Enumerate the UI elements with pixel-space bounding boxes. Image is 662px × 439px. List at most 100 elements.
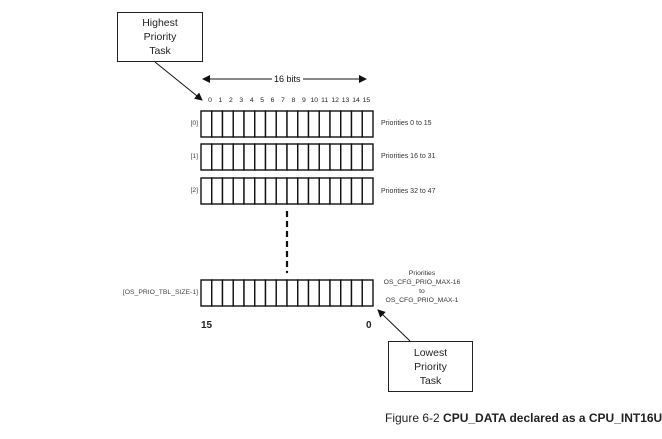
- bit-cell: [232, 110, 245, 138]
- bit-cell: [200, 279, 213, 307]
- bit-row: [200, 177, 374, 205]
- bit-cell: [221, 177, 234, 205]
- bit-row: [200, 110, 374, 138]
- bottom-right-bit-label: 0: [366, 320, 372, 331]
- bit-cell: [264, 177, 277, 205]
- callout-line: Priority: [414, 360, 447, 373]
- bit-cell: [243, 279, 256, 307]
- bit-number: 15: [362, 97, 371, 104]
- lowest-pointer-arrow: [377, 309, 411, 342]
- bit-cell: [297, 279, 310, 307]
- bit-cell: [318, 110, 331, 138]
- bit-cell: [286, 177, 299, 205]
- callout-line: Task: [419, 374, 442, 387]
- bit-cell: [221, 110, 234, 138]
- bit-cell: [264, 279, 277, 307]
- range-line: OS_CFG_PRIO_MAX-16: [383, 279, 461, 286]
- diagram-lines: [154, 61, 411, 342]
- bit-cell: [254, 143, 267, 171]
- bit-cell: [307, 110, 320, 138]
- bit-number: 2: [228, 97, 233, 104]
- bit-cell: [307, 279, 320, 307]
- row-index-label: [0]: [190, 120, 198, 127]
- bit-number: 4: [249, 97, 254, 104]
- range-line: Priorities: [408, 270, 436, 277]
- bit-cell: [361, 143, 374, 171]
- bit-cell: [307, 143, 320, 171]
- bit-cell: [221, 143, 234, 171]
- bit-cell: [200, 177, 213, 205]
- bit-row: [200, 279, 374, 307]
- bit-cell: [254, 110, 267, 138]
- bit-row: [200, 143, 374, 171]
- bit-cell: [264, 143, 277, 171]
- callout-line: Highest: [142, 17, 178, 29]
- bit-cell: [243, 143, 256, 171]
- bit-number: 7: [281, 97, 285, 104]
- bit-cell: [232, 177, 245, 205]
- bit-cell: [329, 110, 342, 138]
- figure-caption: Figure 6-2 CPU_DATA declared as a CPU_IN…: [385, 411, 662, 425]
- bit-number: 14: [352, 97, 360, 104]
- row-range-label: Priorities 16 to 31: [381, 153, 436, 160]
- bit-cell: [340, 177, 353, 205]
- bit-cell: [329, 143, 342, 171]
- bit-cell: [297, 177, 310, 205]
- bit-cell: [318, 177, 331, 205]
- bit-cell: [286, 110, 299, 138]
- bit-number: 11: [321, 97, 329, 104]
- bit-cell: [350, 279, 363, 307]
- bit-number: 13: [341, 97, 350, 104]
- bit-cell: [297, 110, 310, 138]
- range-line: OS_CFG_PRIO_MAX-1: [385, 297, 459, 304]
- bit-cell: [350, 143, 363, 171]
- bit-cell: [340, 143, 353, 171]
- bit-cell: [243, 177, 256, 205]
- bit-cell: [361, 279, 374, 307]
- range-line: to: [419, 288, 425, 295]
- bit-cell: [254, 177, 267, 205]
- bit-number: 12: [331, 97, 339, 104]
- bit-number: 6: [270, 97, 275, 104]
- bit-cell: [275, 110, 288, 138]
- bottom-left-bit-label: 15: [201, 320, 213, 331]
- bit-cell: [286, 279, 299, 307]
- last-row-range-label: Priorities OS_CFG_PRIO_MAX-16 to OS_CFG_…: [376, 269, 468, 305]
- row-index-label: [2]: [190, 187, 198, 194]
- callout-line: Lowest: [413, 346, 448, 359]
- bit-cell: [318, 143, 331, 171]
- lowest-priority-callout: Lowest Priority Task: [388, 341, 473, 392]
- bit-cell: [211, 110, 224, 138]
- callout-line: Task: [149, 45, 171, 57]
- bit-cell: [211, 177, 224, 205]
- bit-cell: [329, 177, 342, 205]
- bit-cell: [232, 143, 245, 171]
- row-index-label: [1]: [190, 153, 198, 160]
- bit-cell: [307, 177, 320, 205]
- bit-cell: [243, 110, 256, 138]
- bit-cell: [275, 143, 288, 171]
- callout-line: Priority: [143, 31, 177, 43]
- bit-number: 9: [301, 97, 306, 104]
- bit-cell: [221, 279, 234, 307]
- caption-title: CPU_DATA declared as a CPU_INT16U: [443, 411, 662, 425]
- bit-cell: [200, 143, 213, 171]
- highest-priority-callout: Highest Priority Task: [117, 12, 203, 62]
- bit-cell: [361, 177, 374, 205]
- width-label: 16 bits: [272, 74, 303, 84]
- bit-cell: [286, 143, 299, 171]
- bit-cell: [254, 279, 267, 307]
- bit-cell: [200, 110, 213, 138]
- bit-number: 8: [291, 97, 296, 104]
- bit-cell: [318, 279, 331, 307]
- bit-cell: [264, 110, 277, 138]
- bit-cell: [340, 279, 353, 307]
- bit-number: 5: [260, 97, 265, 104]
- bit-cell: [297, 143, 310, 171]
- bit-number: 1: [218, 97, 223, 104]
- bit-cell: [232, 279, 245, 307]
- caption-prefix: Figure 6-2: [385, 411, 444, 425]
- bit-number: 10: [310, 97, 319, 104]
- ellipsis-dot: [285, 270, 289, 274]
